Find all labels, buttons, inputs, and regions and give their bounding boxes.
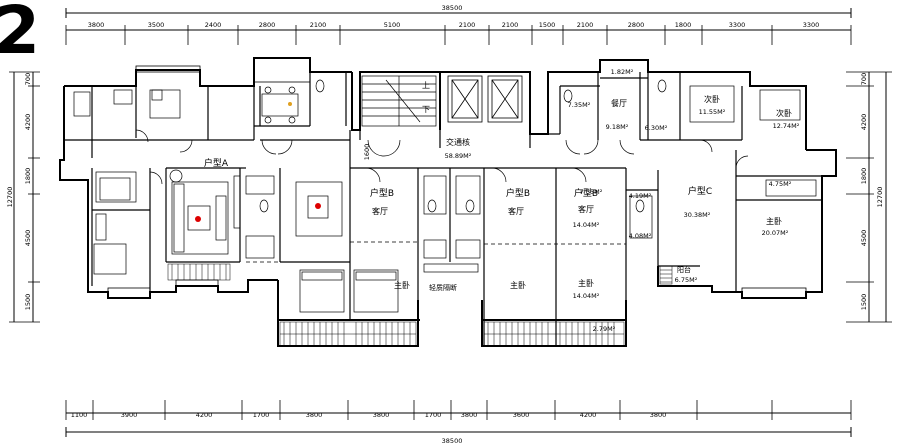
master-b3-area: 14.04M² <box>573 292 600 300</box>
left-dimension-chain <box>9 71 40 323</box>
top-dim-12: 1800 <box>675 21 692 29</box>
unit-b-left-label: 户型B <box>370 187 394 199</box>
left-total-dimension: 12700 <box>6 187 14 208</box>
top-dim-2: 3500 <box>148 21 165 29</box>
right-dim-1: 700 <box>860 73 868 85</box>
top-dim-10: 2100 <box>577 21 594 29</box>
left-dim-1: 700 <box>24 73 32 85</box>
room-735b-area: 7.35M² <box>580 188 603 196</box>
second-bed2-area: 12.74M² <box>773 122 800 130</box>
top-dim-1: 3800 <box>88 21 105 29</box>
living-b2-label: 客厅 <box>508 206 524 216</box>
top-dim-5: 2100 <box>310 21 327 29</box>
top-dim-7: 2100 <box>459 21 476 29</box>
bath-c-area: 4.75M² <box>769 180 792 188</box>
right-dim-2: 4200 <box>860 114 868 131</box>
elevator-left <box>447 75 483 123</box>
window-bays <box>107 57 807 299</box>
top-total-dimension: 38500 <box>442 4 463 12</box>
balcony-c-area: 6.75M² <box>675 276 698 284</box>
right-dim-4: 4500 <box>860 230 868 247</box>
right-dimension-chain <box>846 71 892 323</box>
left-dim-5: 1500 <box>24 294 32 311</box>
bottom-dim-6: 3800 <box>373 411 390 419</box>
bottom-total-dimension: 38500 <box>442 437 463 445</box>
elevator-right <box>487 75 523 123</box>
partition-note: 轻质隔断 <box>429 283 457 292</box>
corridor-area: 58.89M² <box>445 152 472 160</box>
stair-down-label: 下 <box>422 105 430 114</box>
unit-c-label: 户型C <box>688 185 712 197</box>
corridor-width: 1600 <box>363 144 371 161</box>
right-dim-5: 1500 <box>860 294 868 311</box>
top-dim-3: 2400 <box>205 21 222 29</box>
stair-up-label: 上 <box>422 81 430 90</box>
dining-label: 餐厅 <box>611 99 627 108</box>
bottom-dim-4: 1700 <box>253 411 270 419</box>
unit-a-label: 户型A <box>204 157 229 169</box>
left-dim-4: 4500 <box>24 230 32 247</box>
bottom-dimension-chain <box>65 400 852 437</box>
unit-b-mid-label: 户型B <box>506 187 530 199</box>
interior-walls <box>64 72 822 346</box>
room-630-area: 6.30M² <box>645 124 668 132</box>
living-b1-label: 客厅 <box>372 206 388 216</box>
bottom-dim-8: 3800 <box>461 411 478 419</box>
bath-419-area: 4.19M² <box>629 192 652 200</box>
top-dim-4: 2800 <box>259 21 276 29</box>
balcony-a-bottom <box>167 263 231 281</box>
balcony-c <box>659 265 673 285</box>
master-b3-label: 主卧 <box>578 278 594 288</box>
top-dim-13: 3300 <box>729 21 746 29</box>
top-dimension-chain <box>65 8 852 45</box>
top-dim-9: 1500 <box>539 21 556 29</box>
bottom-dim-2: 3900 <box>121 411 138 419</box>
room-735a-area: 7.35M² <box>568 101 591 109</box>
living-c-area: 30.38M² <box>684 211 711 219</box>
bottom-dim-3: 4200 <box>196 411 213 419</box>
stair-core <box>361 75 437 127</box>
top-dim-14: 3300 <box>803 21 820 29</box>
balcony-b-right <box>483 321 625 347</box>
left-dim-3: 1800 <box>24 168 32 185</box>
balcony-b-area: 2.79M² <box>593 325 616 333</box>
second-bed2-label: 次卧 <box>776 108 792 118</box>
top-dim-8: 2100 <box>502 21 519 29</box>
bottom-dim-10: 4200 <box>580 411 597 419</box>
bath-408-area: 4.08M² <box>629 232 652 240</box>
bottom-dim-11: 3800 <box>650 411 667 419</box>
master-b1-label: 主卧 <box>394 280 410 290</box>
bottom-dim-5: 3800 <box>306 411 323 419</box>
second-bed1-area: 11.55M² <box>699 108 726 116</box>
door-swings <box>135 129 749 185</box>
master-b2-label: 主卧 <box>510 280 526 290</box>
bottom-dim-7: 1700 <box>425 411 442 419</box>
living-b3-label: 客厅 <box>578 204 594 214</box>
unit-b-right-label: 户型B <box>574 187 598 199</box>
second-bed1-label: 次卧 <box>704 94 720 104</box>
master-c-area: 20.07M² <box>762 229 789 237</box>
bottom-dim-9: 3600 <box>513 411 530 419</box>
balcony-c-label: 阳台 <box>677 265 691 274</box>
top-dim-6: 5100 <box>384 21 401 29</box>
furniture <box>73 79 817 313</box>
balcony-b-left <box>279 321 417 347</box>
left-dim-2: 4200 <box>24 114 32 131</box>
master-c-label: 主卧 <box>766 216 782 226</box>
top-dim-11: 2800 <box>628 21 645 29</box>
page-number: 2 <box>0 0 40 69</box>
partition-lines <box>246 241 626 263</box>
right-total-dimension: 12700 <box>876 187 884 208</box>
corridor-label: 交通核 <box>446 137 470 147</box>
room-182-area: 1.82M² <box>611 68 634 76</box>
living-b3-area: 14.04M² <box>573 221 600 229</box>
bottom-dim-1: 1100 <box>71 411 88 419</box>
dining-area: 9.18M² <box>606 123 629 131</box>
right-dim-3: 1800 <box>860 168 868 185</box>
